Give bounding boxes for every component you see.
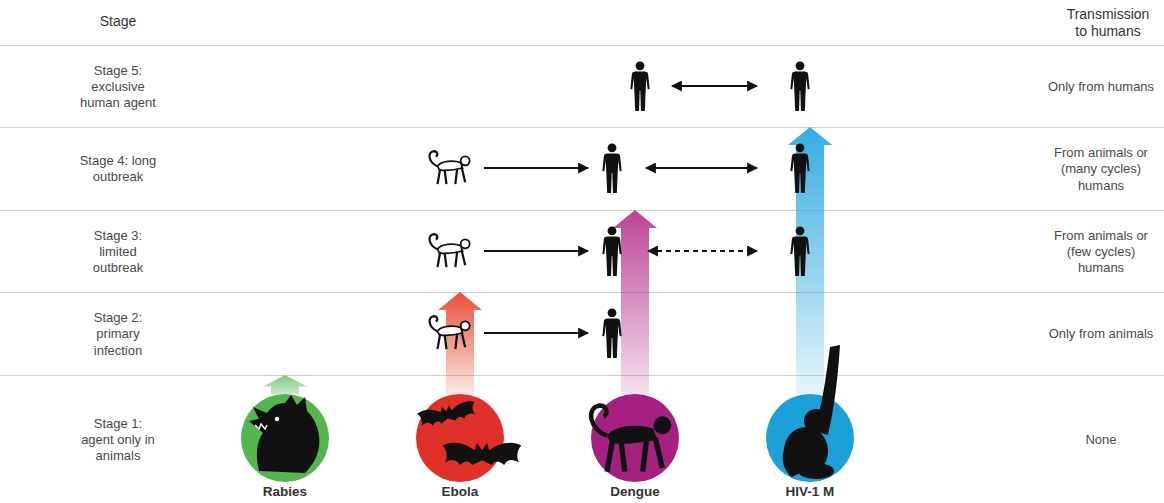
pathogen-name: HIV-1 M <box>755 484 865 501</box>
human-figure <box>790 143 809 193</box>
transmission-label: From animals or (few cycles) humans <box>1045 227 1157 276</box>
transmission-arrow <box>646 167 757 169</box>
circle-outline <box>766 394 854 482</box>
monkey-figure <box>430 316 470 349</box>
transmission-arrow <box>484 250 588 252</box>
pathogen-disc <box>241 394 329 482</box>
chimp-legs <box>798 463 834 479</box>
circle-outline <box>591 394 679 482</box>
stage-arrow <box>438 292 482 394</box>
pathogen-name: Rabies <box>230 484 340 501</box>
pathogen-disc <box>766 394 854 482</box>
transmission-label: Only from humans <box>1045 78 1157 94</box>
wolf-head <box>249 395 319 473</box>
transmission-arrow <box>672 85 757 87</box>
pathogen-circle: Rabies <box>230 394 340 501</box>
wolf-silhouette <box>249 395 319 473</box>
transmission-label: None <box>1045 431 1157 447</box>
circle-outline <box>416 394 504 482</box>
chimp-body <box>784 427 828 475</box>
stage-band: Stage 4: long outbreak From animals or (m… <box>0 127 1164 210</box>
transmission-label: From animals or (many cycles) humans <box>1045 145 1157 194</box>
human-figure <box>602 143 621 193</box>
monkey-silhouette <box>591 406 671 472</box>
stage-band: Stage 3: limited outbreak From animals or… <box>0 210 1164 292</box>
wolf-teeth <box>255 424 267 429</box>
stage-label: Stage 1: agent only in animals <box>77 415 159 464</box>
stage-band: Stage 5: exclusive human agent Only from … <box>0 45 1164 127</box>
monkey-figure <box>430 234 470 267</box>
human-figure <box>790 61 809 111</box>
chimp-arm <box>783 441 800 477</box>
human-figure <box>630 61 649 111</box>
bat-figure <box>417 400 478 428</box>
pathogen-name: Ebola <box>405 484 515 501</box>
pathogen-disc <box>416 394 504 482</box>
stage-arrow <box>263 375 307 394</box>
human-figure <box>790 226 809 276</box>
chimp-head <box>804 409 828 433</box>
dashed-transmission-arrow <box>648 250 757 252</box>
wolf-eye <box>275 417 279 421</box>
transmission-arrow <box>484 332 588 334</box>
column-header: Transmission to humans <box>1062 6 1154 40</box>
stage-band: Stage 2: primary infection Only from anim… <box>0 292 1164 375</box>
stage-band: Stage 1: agent only in animals NoneRabies… <box>0 375 1164 503</box>
transmission-arrow <box>484 167 588 169</box>
stage-label: Stage 3: limited outbreak <box>77 227 159 276</box>
bat-figure <box>443 443 522 465</box>
stage-arrow <box>613 210 657 394</box>
pathogen-circle: HIV-1 M <box>755 394 865 501</box>
pathogen-name: Dengue <box>580 484 690 501</box>
monkey-figure <box>430 151 470 184</box>
transmission-label: Only from animals <box>1045 326 1157 342</box>
column-header: Stage <box>78 13 158 30</box>
human-figure <box>602 226 621 276</box>
chimp-raised-arm <box>814 345 840 435</box>
circle-outline <box>241 394 329 482</box>
pathogen-circle: Dengue <box>580 394 690 501</box>
pathogen-disc <box>591 394 679 482</box>
pathogen-circle: Ebola <box>405 394 515 501</box>
chimp-silhouette <box>783 345 840 479</box>
stage-label: Stage 5: exclusive human agent <box>77 62 159 111</box>
stage-label: Stage 4: long outbreak <box>77 153 159 186</box>
human-figure <box>602 308 621 358</box>
stage-label: Stage 2: primary infection <box>77 310 159 359</box>
stage-arrow <box>788 127 832 394</box>
